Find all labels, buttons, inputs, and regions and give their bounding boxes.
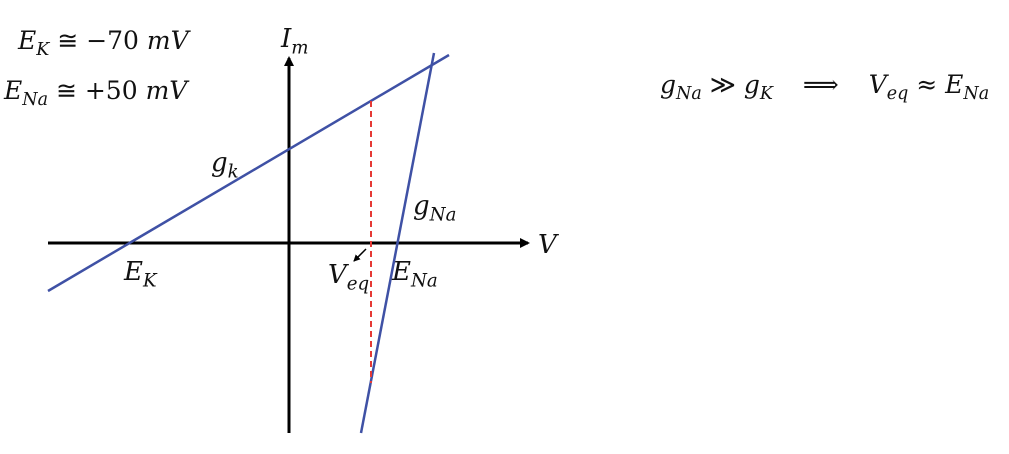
ena-value-equation: ENa ≅ +50 mV: [4, 76, 188, 111]
ena-label: ENa: [392, 257, 438, 292]
im-axis-label: Im: [281, 24, 309, 59]
gna-label: gNa: [413, 191, 457, 226]
ek-label: EK: [124, 257, 157, 292]
veq-pointer-arrow: [353, 248, 367, 262]
gk-label: gk: [211, 148, 239, 183]
gk-line: [47, 53, 450, 293]
veq-label: Veq: [328, 260, 370, 295]
ek-value-equation: EK ≅ −70 mV: [18, 26, 189, 61]
v-axis-label: V: [538, 230, 557, 260]
conductance-relation: gNa ≫ gK ⟹ Veq ≈ ENa: [660, 70, 990, 105]
gna-line: [359, 52, 436, 434]
